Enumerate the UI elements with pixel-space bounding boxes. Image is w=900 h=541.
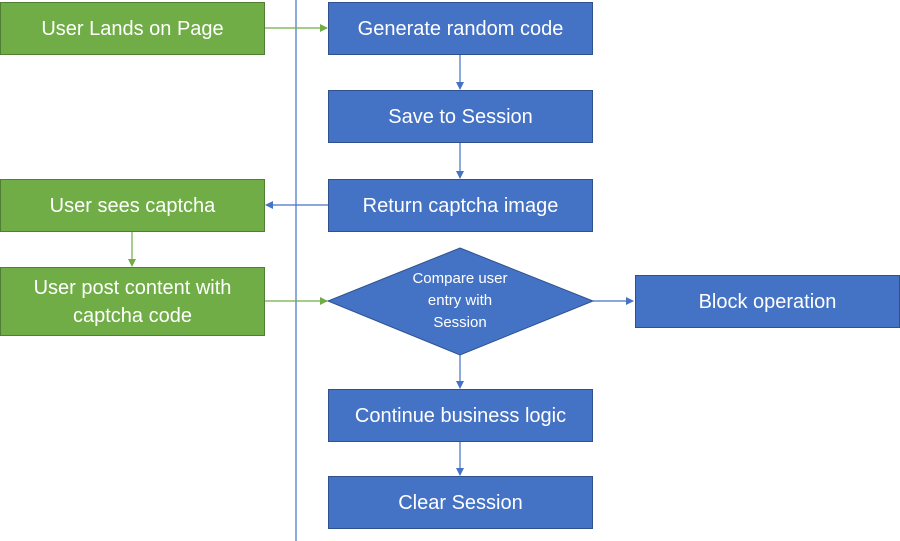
node-return-image-label: Return captcha image [362,194,559,217]
node-clear-session: Clear Session [328,476,593,529]
compare-decision-diamond [326,247,595,356]
node-generate-code: Generate random code [328,2,593,55]
node-compare-label: Compare user entry with Session [385,266,535,336]
node-return-image: Return captcha image [328,179,593,232]
node-compare-label-line2: entry with [427,292,493,309]
node-compare-label-line3: Session [433,314,487,331]
node-continue-logic: Continue business logic [328,389,593,442]
node-clear-session-label: Clear Session [398,491,523,514]
node-save-session: Save to Session [328,90,593,143]
node-block-operation: Block operation [635,275,900,328]
node-user-lands: User Lands on Page [0,2,265,55]
node-continue-logic-label: Continue business logic [354,404,567,427]
node-user-sees: User sees captcha [0,179,265,232]
node-save-session-label: Save to Session [388,105,533,128]
node-user-post-label-line2: captcha code [73,304,192,327]
node-user-sees-label: User sees captcha [49,194,216,217]
node-user-lands-label: User Lands on Page [41,17,224,40]
node-user-post-label-line1: User post content with [33,276,232,299]
node-user-post: User post content with captcha code [0,267,265,336]
node-block-operation-label: Block operation [698,290,837,313]
node-generate-code-label: Generate random code [357,17,564,40]
node-compare-label-line1: Compare user [412,270,508,287]
